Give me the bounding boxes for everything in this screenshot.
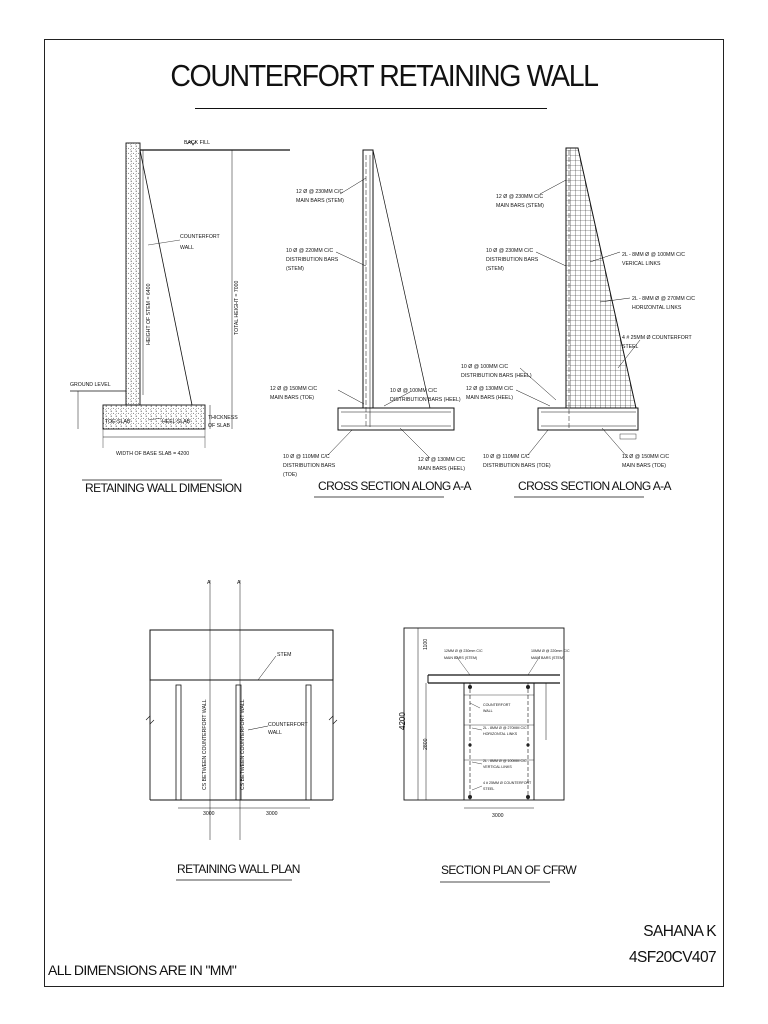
annotation-label: 4 # 25MM Ø COUNTERFORT — [622, 335, 692, 341]
annotation-label: WALL — [180, 245, 194, 251]
annotation-label: STEEL — [622, 344, 639, 350]
annotation-label: 2800 — [423, 738, 429, 750]
section-plan-view — [403, 627, 565, 883]
title-underline — [195, 108, 547, 109]
annotation-label: DISTRIBUTION BARS — [486, 257, 539, 263]
annotation-label: COUNTERFORT — [268, 722, 309, 728]
annotation-label: 10 Ø @ 110MM C/C — [283, 454, 330, 460]
annotation-label: WALL — [483, 709, 493, 713]
ground-level-label: GROUND LEVEL — [70, 382, 111, 388]
annotation-label: MAIN BARS (HEEL) — [418, 466, 465, 472]
annotation-label: (STEM) — [486, 266, 504, 272]
annotation-label: 3000 — [492, 813, 504, 819]
cross-section-a-view — [314, 149, 455, 498]
annotation-label: 10 Ø @ 220MM C/C — [286, 248, 333, 254]
height-of-stem-label: HEIGHT OF STEM = 6400 — [146, 283, 152, 345]
back-fill-label: BACK FILL — [184, 140, 210, 146]
cross-section-b-view — [514, 147, 644, 498]
plan-counterfort — [175, 684, 182, 801]
annotation-label: 2L - 8MM Ø @ 100MM C/C — [622, 252, 685, 258]
annotation-label: DISTRIBUTION BARS — [283, 463, 336, 469]
annotation-label: 2L - 8MM Ø @ 270MM C/C — [483, 726, 527, 730]
annotation-label: COUNTERFORT — [180, 234, 221, 240]
backfill-symbol — [186, 140, 197, 146]
stem — [125, 142, 141, 406]
annotation-label: DISTRIBUTION BARS (TOE) — [483, 463, 551, 469]
annotation-label: HEEL SLAB — [162, 419, 191, 425]
annotation-label: 12 Ø @ 130MM C/C — [418, 457, 465, 463]
plan-stem-label: STEM — [277, 652, 291, 658]
plan-stem — [149, 629, 334, 681]
annotation-label: DISTRIBUTION BARS (HEEL) — [390, 397, 461, 403]
annotation-label: MAIN BARS (STEM) — [496, 203, 544, 209]
annotation-label: 12MM Ø @ 230mm C/C — [444, 649, 483, 653]
annotation-label: MAIN BARS (TOE) — [270, 395, 314, 401]
annotation-label: MAIN BARS (STEM) — [531, 656, 564, 660]
annotation-label: 10 Ø @ 100MM C/C — [390, 388, 437, 394]
annotation-label: HORIZONTAL LINKS — [483, 732, 518, 736]
annotation-label: 10 Ø @ 230MM C/C — [486, 248, 533, 254]
page-title: COUNTERFORT RETAINING WALL — [170, 58, 599, 93]
annotation-label: WALL — [268, 730, 282, 736]
annotation-label: STEEL — [483, 787, 494, 791]
annotation-label: 12 Ø @ 130MM C/C — [466, 386, 513, 392]
annotation-label: 4200 — [398, 712, 407, 730]
section-marker-a: A — [237, 580, 241, 586]
total-height-label: TOTAL HEIGHT = 7000 — [234, 280, 240, 335]
annotation-label: VERTICAL LINKS — [483, 765, 512, 769]
annotation-label: 1100 — [423, 639, 429, 650]
base-slab-width-label: WIDTH OF BASE SLAB = 4200 — [116, 451, 189, 457]
annotation-label: 10MM Ø @ 220mm C/C — [531, 649, 570, 653]
counterfort-edge — [139, 149, 193, 406]
annotation-label: OF SLAB — [208, 423, 230, 429]
annotation-label: CS BETWEEN COUNTERFORT WALL — [240, 699, 246, 790]
annotation-label: MAIN BARS (STEM) — [444, 656, 477, 660]
annotation-label: 3000 — [203, 811, 215, 817]
annotation-label: (TOE) — [283, 472, 297, 478]
annotation-label: MAIN BARS (STEM) — [296, 198, 344, 204]
author-usn: 4SF20CV407 — [628, 949, 717, 966]
caption-cross-section-b: CROSS SECTION ALONG A-A — [518, 479, 672, 493]
caption-cross-section-a: CROSS SECTION ALONG A-A — [318, 479, 472, 493]
annotation-label: THICKNESS — [208, 415, 238, 421]
annotation-label: 12 Ø @ 230MM C/C — [296, 189, 343, 195]
annotation-label: CS BETWEEN COUNTERFORT WALL — [202, 699, 208, 790]
retaining-wall-dimension-view — [70, 140, 290, 481]
section-marker-a: A — [207, 580, 211, 586]
annotation-label: 4 # 25MM Ø COUNTERFORT — [483, 781, 532, 785]
annotation-label: MAIN BARS (HEEL) — [466, 395, 513, 401]
annotation-label: TOE SLAB — [105, 419, 131, 425]
annotation-label: 10 Ø @ 100MM C/C — [461, 364, 508, 370]
annotation-label: MAIN BARS (TOE) — [622, 463, 666, 469]
annotation-label: 2L - 8MM Ø @ 100MM C/C — [483, 759, 527, 763]
annotation-label: COUNTERFORT — [483, 703, 511, 707]
annotation-label: DISTRIBUTION BARS (HEEL) — [461, 373, 532, 379]
annotation-label: (STEM) — [286, 266, 304, 272]
caption-retaining-wall-plan: RETAINING WALL PLAN — [177, 862, 300, 876]
base-slab — [102, 404, 206, 430]
annotation-label: 10 Ø @ 110MM C/C — [483, 454, 530, 460]
caption-section-plan: SECTION PLAN OF CFRW — [441, 863, 577, 877]
annotation-label: HORIZONTAL LINKS — [632, 305, 682, 311]
annotation-label: 12 Ø @ 230MM C/C — [496, 194, 543, 200]
caption-retaining-wall-dimension: RETAINING WALL DIMENSION — [85, 481, 242, 495]
annotation-label: 12 Ø @ 150MM C/C — [622, 454, 669, 460]
drawing-sheet-border — [44, 39, 724, 987]
annotation-label: VERICAL LINKS — [622, 261, 661, 267]
annotation-label: 12 Ø @ 150MM C/C — [270, 386, 317, 392]
annotation-label: 2L - 8MM Ø @ 270MM C/C — [632, 296, 695, 302]
author-name: SAHANA K — [643, 923, 716, 940]
retaining-wall-plan-view — [145, 580, 338, 881]
plan-counterfort — [305, 684, 312, 801]
plan-counterfort — [235, 684, 242, 801]
annotation-label: 3000 — [266, 811, 278, 817]
annotation-label: DISTRIBUTION BARS — [286, 257, 339, 263]
units-note: ALL DIMENSIONS ARE IN "MM" — [48, 962, 237, 978]
